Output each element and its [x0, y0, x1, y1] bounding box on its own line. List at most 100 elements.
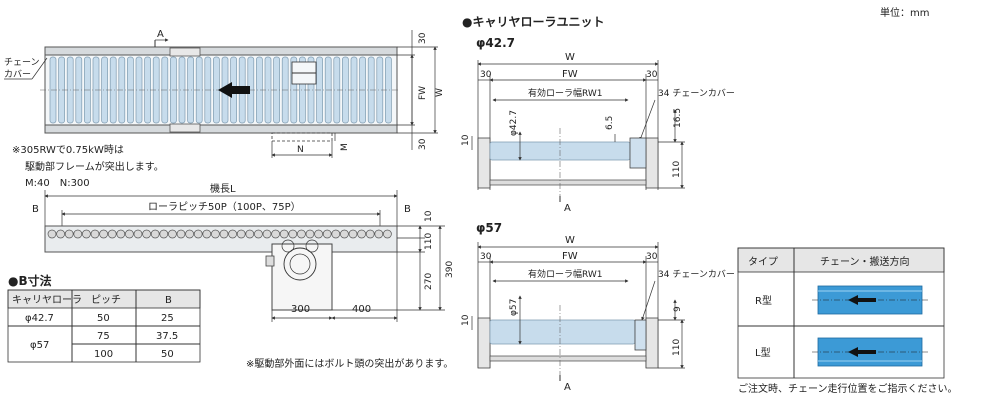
side-roller — [374, 229, 384, 239]
side-dim-110: 110 — [424, 233, 434, 250]
unit2-110: 110 — [672, 339, 682, 356]
b-table-header-roller: キャリヤローラ — [12, 294, 82, 306]
unit1-w: W — [565, 52, 575, 63]
side-roller — [176, 229, 186, 239]
plan-dim-m: M — [340, 143, 350, 151]
side-roller — [168, 229, 177, 239]
side-roller — [365, 229, 375, 239]
plan-frame-top — [44, 46, 398, 56]
side-dim-270: 270 — [424, 273, 434, 290]
type-table: タイプ チェーン・搬送方向 R型 L型 — [737, 247, 945, 379]
side-b-right: B — [404, 204, 411, 215]
side-roller — [82, 229, 91, 239]
side-roller — [185, 229, 194, 239]
plan-dim-n: N — [297, 145, 304, 155]
side-roller — [340, 229, 349, 239]
side-roller — [228, 229, 237, 239]
unit1-cover: 34 チェーンカバー — [658, 88, 735, 99]
side-roller — [279, 229, 289, 239]
side-roller — [90, 229, 100, 239]
unit2-roller — [489, 319, 636, 345]
unit1-left-30: 30 — [480, 70, 492, 80]
unit1-label: φ42.7 — [476, 36, 515, 50]
note-order: ご注文時、チェーン走行位置をご指示ください。 — [738, 382, 958, 395]
unit1-65: 6.5 — [605, 116, 615, 130]
side-roller — [47, 229, 57, 239]
unit2-eff: 有効ローラ幅RW1 — [528, 268, 603, 280]
type-table-header-direction: チェーン・搬送方向 — [820, 255, 910, 268]
conveying-direction-arrow-icon — [218, 82, 250, 98]
side-roller — [219, 229, 229, 239]
drive-protrusion — [271, 132, 333, 142]
plan-dim-top: 30 — [418, 32, 428, 44]
b-table-row1-pitch: 50 — [97, 313, 110, 324]
b-table-row2-pitch: 75 — [97, 331, 110, 342]
unit1-10: 10 — [461, 134, 471, 146]
unit2-cover: 34 チェーンカバー — [658, 269, 735, 280]
unit1-right-30: 30 — [646, 70, 658, 80]
carrier-unit-57: φ57 W 30 FW 30 有効ローラ幅RW1 34 チェーンカバー φ57 … — [461, 221, 735, 393]
side-roller — [245, 229, 255, 239]
type-table-header-type: タイプ — [748, 256, 778, 268]
side-roller — [116, 229, 126, 239]
unit-label: 単位：mm — [880, 6, 929, 19]
note-protrusion-2: 駆動部フレームが突出します。 — [25, 160, 164, 173]
unit2-w: W — [565, 235, 575, 246]
side-dim-390: 390 — [445, 261, 455, 278]
side-dim-10: 10 — [424, 210, 434, 222]
drive-bracket-bottom — [169, 123, 201, 133]
side-roller — [322, 229, 332, 239]
side-roller — [331, 229, 341, 239]
unit2-right-30: 30 — [646, 252, 658, 262]
plan-rollers — [49, 56, 392, 124]
drive-bracket-top — [169, 47, 201, 57]
side-roller — [211, 229, 220, 239]
side-view: 機長L ローラピッチ50P（100P、75P） B B 10 110 270 3… — [32, 182, 455, 322]
side-roller — [288, 229, 298, 239]
unit1-section: A — [564, 203, 571, 214]
unit2-label: φ57 — [476, 221, 502, 235]
b-table-row3-b: 50 — [161, 349, 174, 360]
side-roller — [297, 229, 306, 239]
side-roller — [73, 229, 83, 239]
unit1-fw: FW — [562, 69, 578, 80]
note-protrusion-1: ※305RWで0.75kW時は — [12, 144, 124, 156]
b-table-header-pitch: ピッチ — [91, 294, 121, 306]
b-table-row2-roller: φ57 — [30, 340, 49, 351]
side-roller — [133, 229, 143, 239]
side-dim-400: 400 — [352, 304, 371, 315]
type-r-arrow-icon — [848, 295, 876, 305]
note-bolt: ※駆動部外面にはボルト頭の突出があります。 — [246, 357, 453, 370]
type-l-label: L型 — [755, 346, 771, 359]
carrier-unit-42: φ42.7 W 30 FW 30 有効ローラ幅RW1 34 チェーンカバー φ4… — [461, 36, 735, 214]
unit2-left-30: 30 — [480, 252, 492, 262]
plan-view: A チェーン カバー 30 FW W 30 N M — [4, 29, 445, 158]
side-roller — [142, 229, 151, 239]
side-roller — [383, 229, 392, 239]
note-protrusion-3: M:40 N:300 — [25, 178, 90, 189]
side-roller — [125, 229, 134, 239]
unit1-chain-cover — [629, 137, 647, 169]
side-roller — [107, 229, 117, 239]
side-roller — [99, 229, 108, 239]
b-table-title: ●B寸法 — [8, 273, 52, 288]
b-table-row1-roller: φ42.7 — [25, 313, 54, 324]
side-length-label: 機長L — [210, 182, 236, 195]
type-r-label: R型 — [755, 294, 772, 307]
side-roller — [254, 229, 263, 239]
side-roller — [314, 229, 323, 239]
unit2-chain-cover — [634, 319, 647, 351]
side-roller — [150, 229, 160, 239]
plan-dim-fw: FW — [418, 86, 428, 100]
b-table-row3-pitch: 100 — [94, 349, 113, 360]
side-roller — [56, 229, 65, 239]
unit2-dia: φ57 — [509, 299, 519, 316]
side-roller — [202, 229, 212, 239]
side-roller — [159, 229, 169, 239]
side-rollers — [47, 229, 392, 239]
side-dim-300: 300 — [291, 304, 310, 315]
unit2-10: 10 — [461, 314, 471, 326]
side-roller — [271, 229, 280, 239]
b-dimension-table: ●B寸法 キャリヤローラ ピッチ B φ42.7 50 25 φ57 75 37… — [7, 273, 201, 363]
